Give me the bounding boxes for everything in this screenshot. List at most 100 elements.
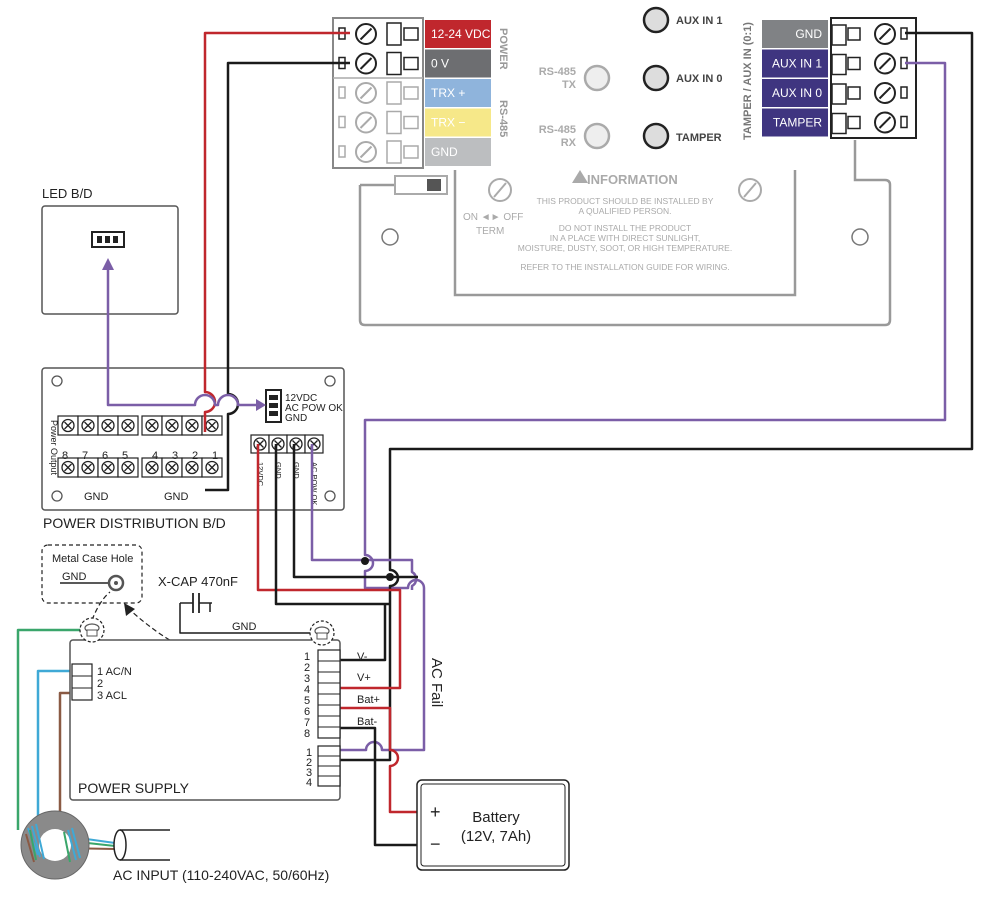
svg-text:AC POW OK: AC POW OK [285, 403, 343, 414]
wire-purple-led [106, 262, 262, 407]
svg-text:IN A PLACE WITH DIRECT SUNLIGH: IN A PLACE WITH DIRECT SUNLIGHT, [550, 233, 701, 243]
termination-switch: ON ◄► OFF TERM [394, 175, 523, 237]
terminal-number: 2 [304, 662, 310, 674]
svg-text:+: + [430, 802, 441, 822]
screw-icon [738, 178, 762, 202]
controller-outline [358, 140, 892, 327]
svg-text:(12V, 7Ah): (12V, 7Ah) [461, 828, 531, 845]
gnd-label: GND [84, 491, 109, 503]
svg-text:1: 1 [306, 747, 312, 759]
information-block: INFORMATION THIS PRODUCT SHOULD BE INSTA… [518, 170, 732, 272]
svg-text:Bat-: Bat- [357, 716, 378, 728]
screw-terminal-icon [355, 141, 377, 163]
svg-text:AUX IN 0: AUX IN 0 [676, 73, 722, 85]
svg-text:GND: GND [285, 413, 307, 424]
screw-terminal-icon [874, 23, 896, 45]
screw-terminal-icon [874, 111, 896, 134]
svg-text:GND: GND [274, 462, 283, 479]
rs485-header: RS-485 [497, 100, 509, 137]
svg-text:2: 2 [306, 757, 312, 769]
svg-text:ON ◄► OFF: ON ◄► OFF [463, 212, 523, 223]
power-output-label: Power Output [49, 420, 59, 476]
arrow-icon [124, 603, 135, 616]
svg-text:3 ACL: 3 ACL [97, 690, 127, 702]
svg-text:INFORMATION: INFORMATION [587, 172, 678, 187]
svg-text:12-24 VDC: 12-24 VDC [431, 27, 491, 41]
wires [16, 31, 974, 850]
terminal-label: 0 V [425, 49, 491, 78]
controller-inner-outline [453, 170, 797, 297]
svg-text:0 V: 0 V [431, 57, 449, 71]
junction-dot [386, 573, 394, 581]
ac-cable-icon [113, 829, 170, 861]
earth-screw-icon [79, 617, 105, 643]
svg-text:TX: TX [562, 79, 577, 91]
svg-text:X-CAP 470nF: X-CAP 470nF [158, 574, 238, 589]
screw-icon [488, 178, 512, 202]
svg-text:4: 4 [306, 777, 312, 789]
mount-hole-left [381, 228, 399, 246]
wire-black-v-minus [330, 604, 387, 662]
power-distribution-board: Power Output 8 7 6 5 4 3 2 1 GND GND 12V… [41, 367, 345, 511]
terminal-number: 6 [102, 450, 108, 462]
psu-output-terminals [317, 649, 341, 739]
terminal-number: 1 [212, 450, 218, 462]
svg-text:GND: GND [232, 621, 257, 633]
dashed-arrow [91, 591, 111, 621]
tamper-aux-header: TAMPER / AUX IN (0:1) [742, 22, 754, 140]
svg-text:V+: V+ [357, 672, 371, 684]
svg-text:1 AC/N: 1 AC/N [97, 666, 132, 678]
svg-text:GND: GND [795, 27, 822, 41]
svg-text:RS-485: RS-485 [539, 66, 576, 78]
screw-terminal-icon [355, 82, 377, 104]
terminal-label: TAMPER [762, 108, 828, 137]
led-rs485-rx: RS-485 RX [539, 122, 611, 150]
led-rs485-tx: RS-485 TX [539, 64, 611, 92]
led-aux-in-0: AUX IN 0 [642, 64, 722, 92]
terminal-number: 8 [304, 728, 310, 740]
right-terminal-screws [831, 23, 908, 135]
svg-text:AUX IN 0: AUX IN 0 [772, 86, 822, 100]
svg-text:GND: GND [62, 571, 87, 583]
led-aux-in-1: AUX IN 1 [642, 6, 722, 34]
svg-text:TAMPER: TAMPER [773, 116, 822, 130]
terminal-label: GND [762, 20, 828, 48]
terminal-number: 1 [304, 651, 310, 663]
svg-text:TERM: TERM [476, 226, 504, 237]
terminal-label: AUX IN 1 [762, 49, 828, 78]
led-board: LED B/D [41, 186, 179, 315]
controller-board: 12-24 VDC 0 V TRX + TRX − GND POWER RS-485 G… [332, 6, 917, 327]
pdb-title: POWER DISTRIBUTION B/D [43, 515, 226, 531]
wire-red-pdb-12vdc [256, 444, 402, 690]
svg-text:AUX IN 1: AUX IN 1 [676, 15, 722, 27]
terminal-number: 5 [122, 450, 128, 462]
ac-fail-label: AC Fail [428, 658, 445, 707]
svg-text:TRX −: TRX − [431, 116, 465, 130]
power-header: POWER [497, 28, 509, 70]
terminal-label: 12-24 VDC [425, 20, 491, 48]
gnd-label: GND [164, 491, 189, 503]
svg-text:TRX +: TRX + [431, 86, 465, 100]
svg-text:LED B/D: LED B/D [42, 186, 93, 201]
wire-black-pdb-gnd-1 [274, 444, 390, 606]
mount-hole-right [851, 228, 869, 246]
terminal-label: TRX − [425, 108, 491, 137]
svg-text:Bat+: Bat+ [357, 694, 380, 706]
screw-terminal-icon [874, 52, 896, 75]
terminal-number: 3 [304, 673, 310, 685]
svg-text:GND: GND [431, 145, 458, 159]
svg-text:POWER SUPPLY: POWER SUPPLY [78, 780, 190, 796]
battery: + − Battery (12V, 7Ah) [416, 779, 570, 871]
svg-text:THIS PRODUCT SHOULD BE INSTALL: THIS PRODUCT SHOULD BE INSTALLED BY [537, 196, 714, 206]
left-terminal-screws [338, 22, 419, 164]
terminal-number: 8 [62, 450, 68, 462]
wire-black-pdb-gnd-2 [292, 444, 418, 579]
metal-case-hole: Metal Case Hole GND [41, 544, 143, 604]
terminal-number: 6 [304, 706, 310, 718]
wire-black-battery [330, 726, 418, 847]
pdb-input-terminals [250, 434, 324, 454]
screw-terminal-icon [355, 23, 377, 45]
pdb-connector-icon [265, 389, 282, 423]
arrow-icon [256, 399, 266, 411]
terminal-number: 3 [172, 450, 178, 462]
